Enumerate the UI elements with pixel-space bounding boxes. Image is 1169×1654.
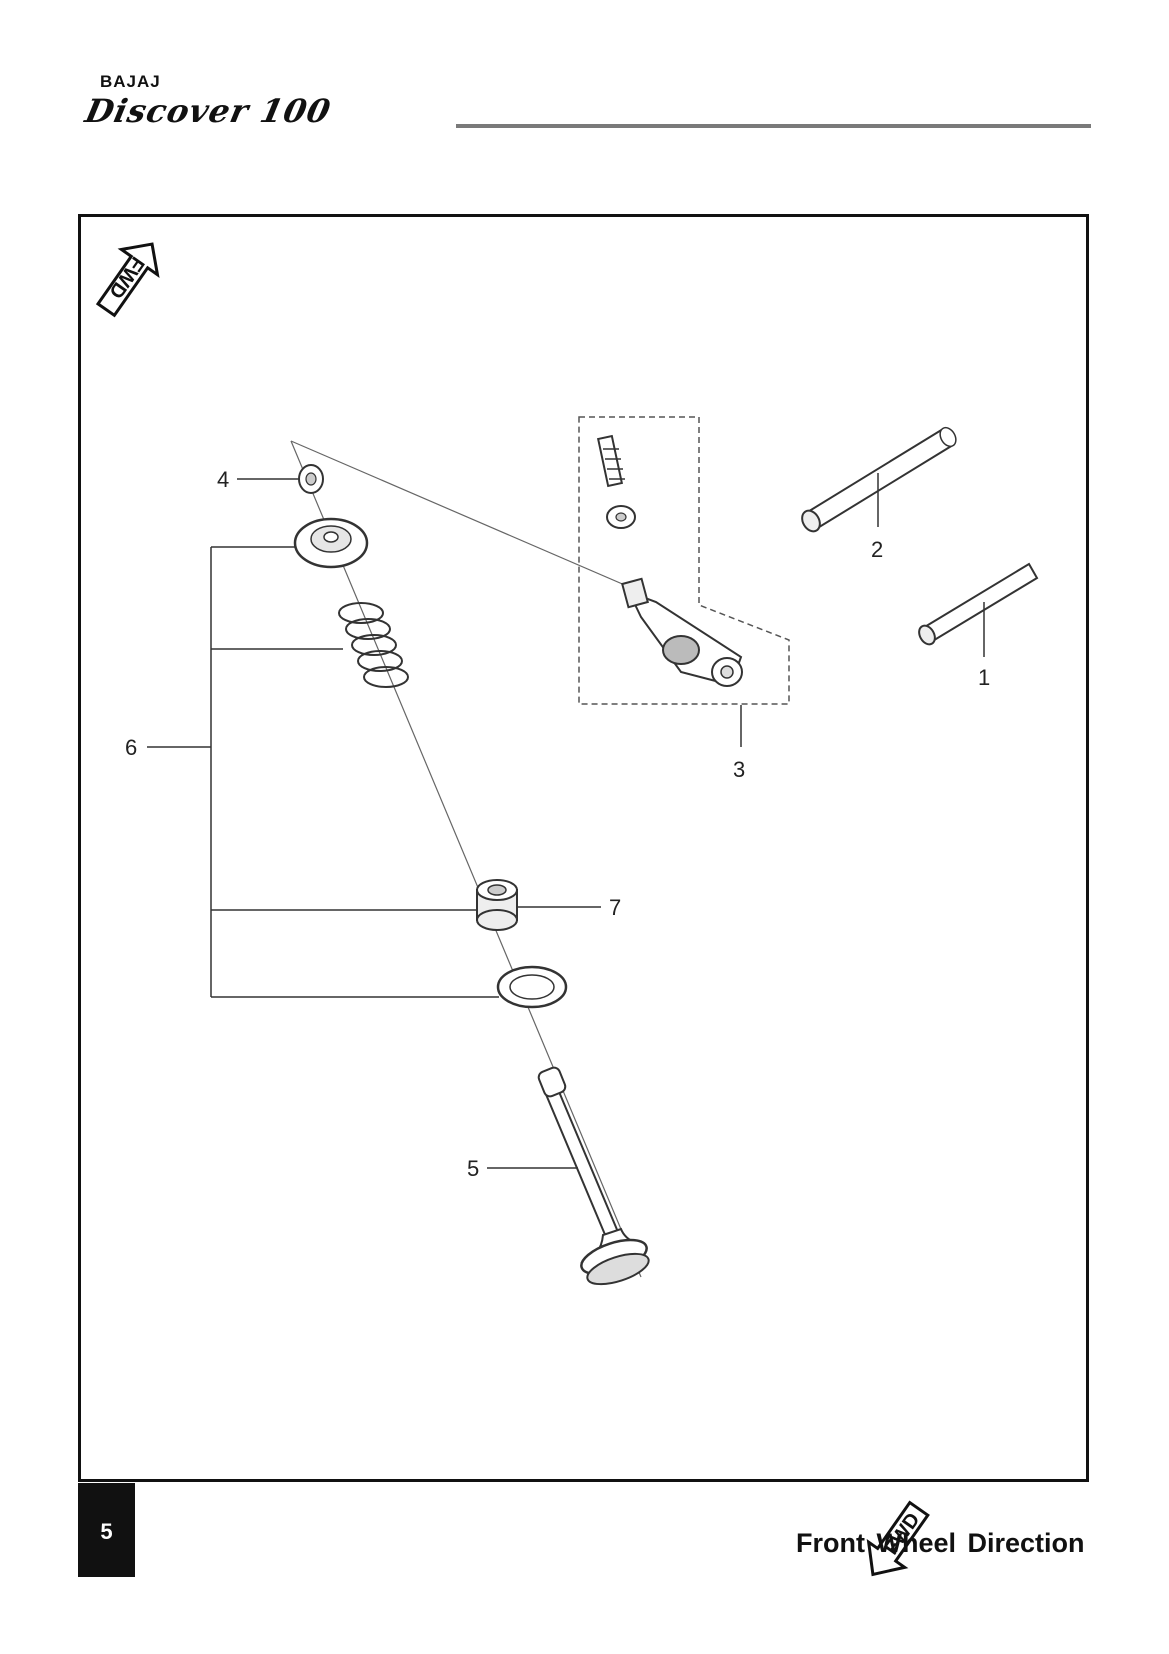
callout-5: 5 bbox=[467, 1156, 479, 1181]
callout-4: 4 bbox=[217, 467, 229, 492]
spring-retainer-icon bbox=[293, 517, 369, 569]
valve-spring-icon bbox=[338, 602, 409, 688]
rocker-axis-line bbox=[290, 440, 642, 593]
valve-axis-line bbox=[290, 440, 642, 1278]
rocker-arm-assembly-icon bbox=[596, 434, 743, 687]
header-rule bbox=[456, 124, 1091, 128]
valve-icon bbox=[537, 1066, 650, 1286]
model-logo: Discover 100 bbox=[81, 92, 335, 130]
fwd-arrow-icon: FWD bbox=[95, 242, 160, 318]
exploded-parts-diagram: FWD 4 bbox=[95, 242, 1039, 1286]
shaft-rod-1-icon bbox=[918, 562, 1039, 646]
shaft-rod-2-icon bbox=[801, 426, 957, 533]
callout-6: 6 bbox=[125, 735, 137, 760]
valve-stem-seal-icon bbox=[476, 879, 518, 931]
valve-cotter-icon bbox=[298, 464, 324, 494]
callout-7: 7 bbox=[609, 895, 621, 920]
diagram-frame: FWD 4 bbox=[78, 214, 1089, 1482]
callout-1: 1 bbox=[978, 665, 990, 690]
fwd-legend-icon: FWD bbox=[866, 1500, 930, 1577]
front-wheel-direction-legend: Front Wheel Direction bbox=[796, 1528, 1085, 1558]
page-number: 5 bbox=[78, 1483, 135, 1577]
brand-name: BAJAJ bbox=[100, 72, 161, 91]
spring-seat-washer-icon bbox=[496, 965, 568, 1009]
callout-2: 2 bbox=[871, 537, 883, 562]
callout-3: 3 bbox=[733, 757, 745, 782]
brand-header: BAJAJ Discover 100 bbox=[82, 72, 1091, 132]
group-bracket-6 bbox=[147, 546, 499, 998]
rocker-assembly-boundary bbox=[578, 416, 790, 705]
